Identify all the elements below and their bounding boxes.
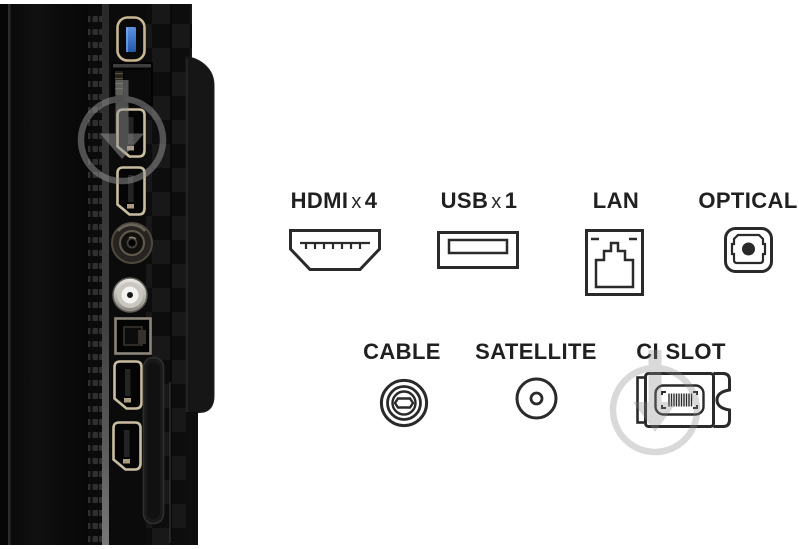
usb-icon [437,231,519,269]
label-usb-times: x [491,191,502,213]
label-usb-count: 1 [504,188,518,213]
hdmi-port-4 [112,421,142,471]
label-cable-text: CABLE [363,339,441,364]
vent-holes [88,10,102,542]
mount-bracket [185,56,215,415]
cable-icon [379,378,429,428]
hdmi-port-3 [113,360,143,410]
satellite-coax-port [112,277,148,313]
hdmi-icon [289,229,381,271]
label-optical-text: OPTICAL [698,188,798,213]
label-satellite: SATELLITE [472,341,600,363]
ci-slot-icon [636,372,731,428]
tv-side-panel [0,4,215,545]
lan-icon [585,229,644,296]
satellite-icon [515,377,558,420]
optical-audio-port [114,317,152,355]
optical-icon [724,227,773,273]
watermark-logo-icon [77,80,167,185]
label-ci-slot-text: CI SLOT [636,339,726,364]
label-hdmi-count: 4 [364,188,378,213]
label-cable: CABLE [338,341,466,363]
label-hdmi-text: HDMI [290,188,349,213]
label-ci-slot: CI SLOT [617,341,745,363]
label-optical: OPTICAL [684,190,799,212]
label-satellite-text: SATELLITE [475,339,597,364]
label-hdmi-times: x [351,191,362,213]
label-usb-text: USB [440,188,489,213]
label-lan: LAN [552,190,680,212]
label-lan-text: LAN [592,188,640,213]
panel-body [0,4,215,545]
usb-port [116,16,146,62]
ci-card-slot [142,356,165,525]
antenna-coax-port [111,222,153,264]
